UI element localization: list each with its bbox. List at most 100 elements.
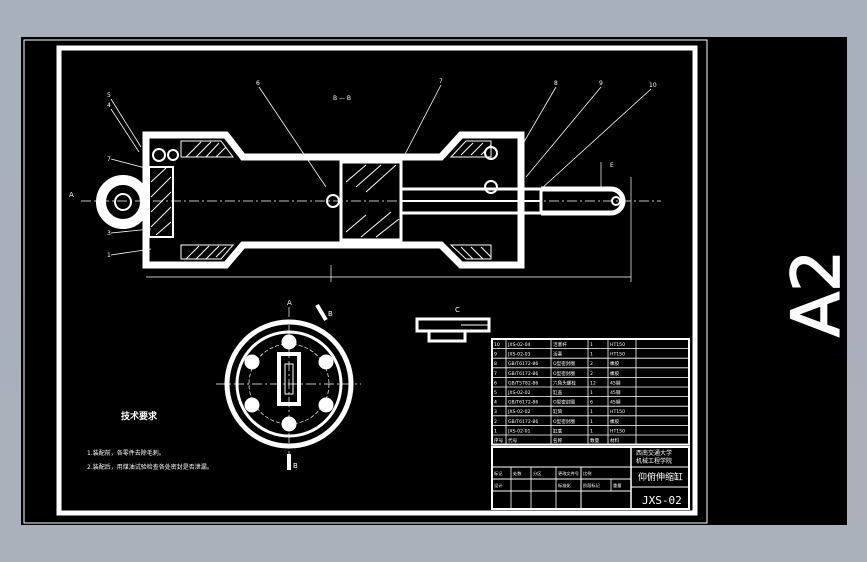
bom-cell: 橡胶 (610, 370, 620, 377)
bom-cell: 10 (494, 342, 500, 348)
bom-cell: JXS-02-03 (507, 352, 531, 358)
tb-label: 重量 (613, 482, 621, 489)
sheet-size-label: A2 (778, 250, 847, 337)
bom-cell: 缸盖 (553, 389, 563, 396)
bom-cell: 六角头螺栓 (553, 379, 576, 386)
cylinder-barrel (142, 131, 525, 269)
leader-label: 10 (649, 82, 657, 89)
bom-cell: HT150 (610, 342, 625, 348)
bom-cell: GB/T6172-86 (508, 371, 538, 377)
bom-cell: O型密封圈 (553, 370, 575, 377)
bom-cell: 1 (590, 409, 593, 415)
bom-cell: 1 (494, 428, 497, 434)
bom-cell: 1 (590, 419, 593, 425)
tech-heading: 技术要求 (121, 410, 158, 422)
section-label: B — B (333, 95, 351, 102)
bom-cell: 8 (494, 361, 497, 367)
bom-cell: O型密封圈 (553, 399, 575, 406)
tb-label: 阶段标记 (583, 482, 601, 489)
tb-label: 设计 (494, 482, 502, 489)
tb-label: 比例 (583, 470, 591, 477)
bom-cell: JXS-02-02 (507, 409, 531, 415)
end-view (216, 303, 361, 470)
detail-marker-c: C (455, 306, 460, 314)
tech-req-2: 2.装配后，用煤油试验检查各处密封是否泄漏。 (87, 463, 213, 471)
leader-label: 7 (439, 78, 443, 85)
bom-header-cell: 数量 (590, 437, 600, 444)
bom-cell: GB/T6172-86 (508, 361, 538, 367)
bom-cell: GB/T6172-86 (508, 400, 538, 406)
bom-cell: 6 (494, 380, 497, 386)
outer-frame (23, 39, 708, 524)
bom-cell: JXS-02-04 (507, 342, 531, 348)
cylinder-section-view (81, 84, 661, 282)
bom-cell: O型密封圈 (553, 418, 575, 425)
leader-label: 9 (599, 80, 603, 87)
leader-label: 5 (107, 92, 111, 99)
bom-cell: 2 (590, 371, 593, 377)
bom-cell: 1 (590, 428, 593, 434)
leader-label: 1 (107, 252, 111, 259)
bom-cell: O型密封圈 (553, 360, 575, 367)
leader-label: 3 (107, 230, 111, 237)
leader-label: 4 (107, 102, 111, 109)
tb-label: 分区 (533, 470, 541, 477)
bom-cell: 5 (494, 390, 497, 396)
detail-marker-e: E (610, 162, 614, 169)
bom-cell: 3 (494, 409, 497, 415)
bom-cell: JXS-02-01 (507, 428, 531, 434)
tb-label: 标记 (494, 470, 503, 477)
bom-cell: GB/T5782-86 (508, 380, 538, 386)
tech-req-1: 1.装配前，各零件去除毛刺。 (87, 449, 165, 457)
bom-cell: 橡胶 (610, 360, 620, 367)
bom-cell: 橡胶 (610, 418, 620, 425)
bom-header-cell: 代号 (508, 437, 518, 444)
leader-label: 6 (256, 80, 260, 87)
bom-cell: GB/T6172-86 (508, 419, 538, 425)
bom-cell: 缸筒 (553, 408, 563, 415)
bom-cell: 2 (590, 361, 593, 367)
bom-cell: 45钢 (610, 379, 621, 386)
bom-cell: 1 (590, 352, 593, 358)
leader-label: 8 (554, 80, 558, 87)
rod-eye (96, 175, 150, 229)
bom-cell: HT150 (610, 428, 625, 434)
tb-label: 标准化 (558, 482, 571, 489)
bom-cell: 9 (494, 352, 497, 358)
cad-viewport[interactable]: A2 (21, 37, 847, 525)
bom-cell: 1 (590, 342, 593, 348)
bom-cell: 12 (590, 380, 596, 386)
bom-cell: JXS-02-02 (507, 390, 531, 396)
school-line2: 机械工程学院 (636, 457, 672, 465)
bom-cell: 45钢 (610, 389, 621, 396)
view-a-marker: A (69, 191, 74, 199)
school-line1: 西南交通大学 (636, 449, 672, 457)
bom-cell: 缸底 (553, 427, 563, 434)
bom-cell: 活塞 (553, 351, 563, 358)
engineering-drawing: A2 (23, 39, 847, 524)
view-b-marker: B (328, 310, 333, 318)
bom-cell: HT150 (610, 352, 625, 358)
view-a-marker-endview: A (287, 299, 292, 307)
bom-cell: 1 (590, 390, 593, 396)
tb-label: 处数 (513, 470, 522, 477)
leader-label: 7 (107, 156, 111, 163)
part-title: 仰俯伸缩缸 (638, 471, 683, 483)
bom-cell: 6 (590, 400, 593, 406)
detail-view-c (415, 317, 491, 343)
title-block (491, 446, 690, 510)
bom-cell: 45钢 (610, 399, 621, 406)
section-marker-b: B (293, 462, 298, 470)
bom-cell: 2 (494, 419, 497, 425)
bom-cell: 活塞杆 (553, 341, 567, 348)
bom-header-cell: 序号 (494, 437, 504, 444)
tb-label: 更改文件号 (558, 470, 579, 477)
bom-header-cell: 名称 (553, 437, 563, 444)
drawing-number: JXS-02 (642, 494, 682, 507)
bom-header-cell: 材料 (610, 437, 620, 444)
bom-cell: 4 (494, 400, 497, 406)
inner-frame (56, 45, 698, 516)
bom-cell: 7 (494, 371, 497, 377)
bom-cell: HT150 (610, 409, 625, 415)
